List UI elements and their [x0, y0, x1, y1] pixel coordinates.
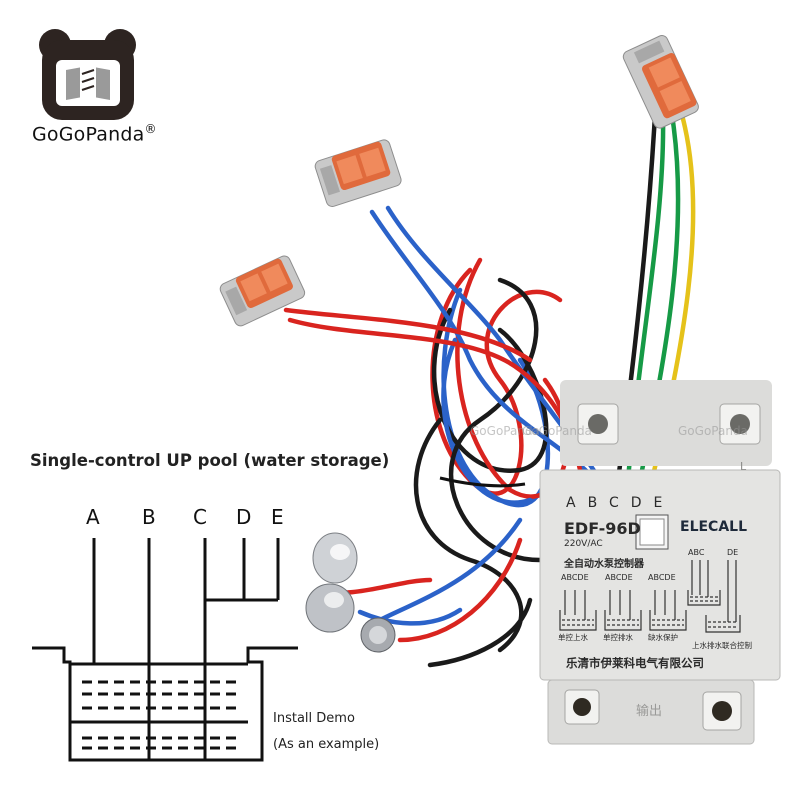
probe-electrodes [305, 532, 396, 653]
mini-label: ABC [688, 548, 705, 557]
side-letter: L [740, 460, 747, 473]
watermark: GoGoPanda [678, 424, 748, 438]
mini-label: ABCDE [561, 573, 589, 582]
install-note-line2: (As an example) [273, 737, 380, 752]
brand-name: GoGoPanda® [32, 122, 157, 146]
install-note-line1: Install Demo [273, 711, 355, 726]
mini-label: DE [727, 548, 739, 557]
electrode-label-c: C [193, 505, 207, 529]
mini-label: ABCDE [605, 573, 633, 582]
electrode-label-a: A [86, 505, 100, 529]
mode-label: 上水排水联合控制 [692, 641, 752, 650]
mini-label: ABCDE [648, 573, 676, 582]
lever-connector-icon [219, 255, 306, 327]
voltage-rating: 220V/AC [564, 539, 603, 549]
output-label: 输出 [636, 704, 663, 719]
terminal-labels: ABCDE [566, 495, 675, 511]
model-number: EDF-96D [564, 519, 641, 538]
electrode-label-d: D [236, 505, 252, 529]
electrode-label-b: B [142, 505, 156, 529]
watermark: GoGoPanda [522, 424, 592, 438]
watermark: GoGoPanda [470, 424, 540, 438]
manufacturer-name: 乐清市伊莱科电气有限公司 [566, 656, 704, 670]
lever-connector-icon [314, 139, 402, 208]
wire-bundle [317, 257, 570, 668]
product-name: 全自动水泵控制器 [564, 559, 644, 570]
mode-label: 缺水保护 [648, 633, 678, 642]
mode-label: 单控上水 [558, 633, 588, 642]
lever-connector-icon [622, 35, 699, 129]
controller-housing [539, 380, 781, 745]
diagram-title: Single-control UP pool (water storage) [30, 451, 390, 470]
cable-tie [439, 476, 526, 488]
mode-label: 单控排水 [603, 633, 633, 642]
electrode-label-e: E [271, 505, 284, 529]
device-brand: ELECALL [680, 519, 747, 535]
